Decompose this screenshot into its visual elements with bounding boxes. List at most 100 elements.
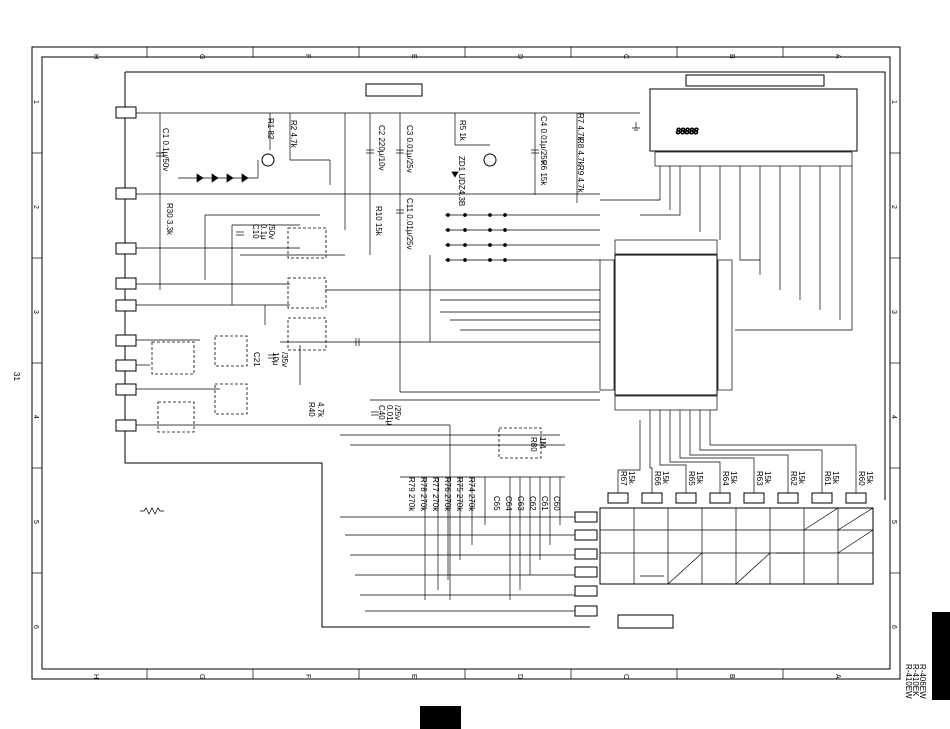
svg-text:R79 270k: R79 270k bbox=[407, 477, 416, 512]
svg-text:15k: 15k bbox=[729, 471, 738, 485]
svg-text:G: G bbox=[198, 54, 205, 59]
bottom-bank bbox=[340, 476, 575, 612]
svg-text:5: 5 bbox=[32, 520, 39, 524]
svg-text:15k: 15k bbox=[695, 471, 704, 485]
svg-text:A: A bbox=[834, 674, 841, 679]
svg-text:1: 1 bbox=[890, 100, 897, 104]
key-matrix bbox=[574, 410, 874, 617]
svg-text:C65: C65 bbox=[492, 496, 501, 511]
svg-text:R40: R40 bbox=[307, 402, 316, 417]
svg-text:C11 0.01μ/25v: C11 0.01μ/25v bbox=[405, 198, 414, 250]
svg-text:15k: 15k bbox=[661, 471, 670, 485]
svg-text:15k: 15k bbox=[865, 471, 874, 485]
svg-text:3: 3 bbox=[890, 310, 897, 314]
pcb-label-box-bottom bbox=[617, 614, 674, 629]
svg-text:5: 5 bbox=[890, 520, 897, 524]
svg-text:R-410EW: R-410EW bbox=[904, 664, 913, 699]
svg-text:R66: R66 bbox=[653, 471, 662, 486]
svg-text:C61: C61 bbox=[540, 496, 549, 511]
svg-text:R75 270k: R75 270k bbox=[455, 477, 464, 512]
bottom-tab-marker bbox=[420, 706, 461, 729]
resistor-network bbox=[446, 213, 507, 262]
svg-text:H: H bbox=[92, 674, 99, 679]
svg-text:/35v: /35v bbox=[280, 352, 289, 367]
svg-text:R1 82: R1 82 bbox=[266, 118, 275, 140]
component-labels: R1 82 R2 4.7k C1 0.1μ/50v C2 220μ/10v C3… bbox=[161, 113, 874, 512]
svg-text:R64: R64 bbox=[721, 471, 730, 486]
legend-resistor-icon bbox=[140, 507, 164, 515]
svg-text:R-410EK: R-410EK bbox=[911, 664, 920, 697]
svg-text:4: 4 bbox=[32, 415, 39, 419]
ic-pin-strip-bottom bbox=[614, 395, 718, 411]
svg-text:R30 3.3k: R30 3.3k bbox=[165, 203, 174, 236]
svg-text:R10 15k: R10 15k bbox=[374, 206, 383, 237]
component-symbols bbox=[156, 149, 539, 416]
svg-text:R78 270k: R78 270k bbox=[419, 477, 428, 512]
svg-text:R7 4.7k: R7 4.7k bbox=[576, 113, 585, 142]
model-code-block: R-406EW R-410EK R-410EW bbox=[904, 664, 927, 699]
wiring-traces bbox=[136, 112, 640, 600]
grid-row-labels-left: 1 2 3 4 5 6 bbox=[32, 100, 39, 629]
svg-text:R6 15k: R6 15k bbox=[539, 160, 548, 186]
key-matrix-pads bbox=[574, 511, 598, 617]
svg-text:R2 4.7k: R2 4.7k bbox=[289, 120, 298, 149]
svg-text:C1 0.1μ/50v: C1 0.1μ/50v bbox=[161, 128, 170, 171]
svg-text:15k: 15k bbox=[797, 471, 806, 485]
svg-text:2: 2 bbox=[32, 205, 39, 209]
svg-text:E: E bbox=[410, 674, 417, 679]
svg-text:C3 0.01μ/25v: C3 0.01μ/25v bbox=[405, 125, 414, 173]
svg-text:6: 6 bbox=[32, 625, 39, 629]
svg-text:/50v: /50v bbox=[267, 224, 276, 239]
microcontroller-ic bbox=[599, 239, 733, 411]
svg-text:R63: R63 bbox=[755, 471, 764, 486]
svg-text:C63: C63 bbox=[516, 496, 525, 511]
svg-text:E: E bbox=[410, 54, 417, 59]
svg-text:C60: C60 bbox=[552, 496, 561, 511]
svg-text:C40: C40 bbox=[377, 405, 386, 420]
svg-text:10μ: 10μ bbox=[271, 352, 280, 366]
svg-text:R61: R61 bbox=[823, 471, 832, 486]
svg-text:/25v: /25v bbox=[393, 405, 402, 420]
svg-text:R76 270k: R76 270k bbox=[443, 477, 452, 512]
svg-text:R67: R67 bbox=[619, 471, 628, 486]
left-connector-pads bbox=[115, 106, 137, 432]
svg-text:2: 2 bbox=[890, 205, 897, 209]
side-tab-marker bbox=[932, 612, 950, 700]
svg-text:F: F bbox=[304, 54, 311, 58]
svg-text:R8 4.7k: R8 4.7k bbox=[576, 138, 585, 167]
svg-text:15k: 15k bbox=[763, 471, 772, 485]
grid-column-labels-top: H G F E D C B A bbox=[92, 54, 841, 59]
svg-text:1: 1 bbox=[32, 100, 39, 104]
svg-text:D: D bbox=[516, 674, 523, 679]
svg-text:C21: C21 bbox=[252, 352, 261, 367]
svg-text:3: 3 bbox=[32, 310, 39, 314]
svg-text:C2 220μ/10v: C2 220μ/10v bbox=[377, 125, 386, 171]
svg-text:F: F bbox=[304, 674, 311, 678]
svg-text:H: H bbox=[92, 54, 99, 59]
ground-symbol-icon bbox=[632, 122, 640, 131]
svg-text:B: B bbox=[728, 54, 735, 59]
svg-text:R65: R65 bbox=[687, 471, 696, 486]
svg-text:D: D bbox=[516, 54, 523, 59]
ic-pin-strip-top bbox=[614, 239, 718, 255]
ic-pin-strip-right bbox=[717, 259, 733, 391]
svg-text:ZD1 UDZ4.3B: ZD1 UDZ4.3B bbox=[457, 156, 466, 206]
svg-text:R5 1k: R5 1k bbox=[458, 120, 467, 142]
svg-text:1M: 1M bbox=[538, 437, 547, 448]
ic-pin-strip-left bbox=[599, 259, 615, 391]
svg-text:C: C bbox=[622, 674, 629, 679]
svg-text:15k: 15k bbox=[831, 471, 840, 485]
svg-text:C10: C10 bbox=[251, 224, 260, 239]
pcb-outline bbox=[124, 71, 886, 628]
svg-text:R77 270k: R77 270k bbox=[431, 477, 440, 512]
svg-text:4: 4 bbox=[890, 415, 897, 419]
display-digits: 88888 bbox=[676, 127, 699, 136]
svg-text:A: A bbox=[834, 54, 841, 59]
pcb-label-box-display bbox=[685, 74, 825, 87]
page-number: 31 bbox=[12, 372, 21, 381]
grid-column-labels-bottom: H G F E D C B A bbox=[92, 674, 841, 679]
svg-text:C64: C64 bbox=[504, 496, 513, 511]
svg-text:R80: R80 bbox=[529, 437, 538, 452]
svg-text:0.1μ: 0.1μ bbox=[259, 224, 268, 240]
